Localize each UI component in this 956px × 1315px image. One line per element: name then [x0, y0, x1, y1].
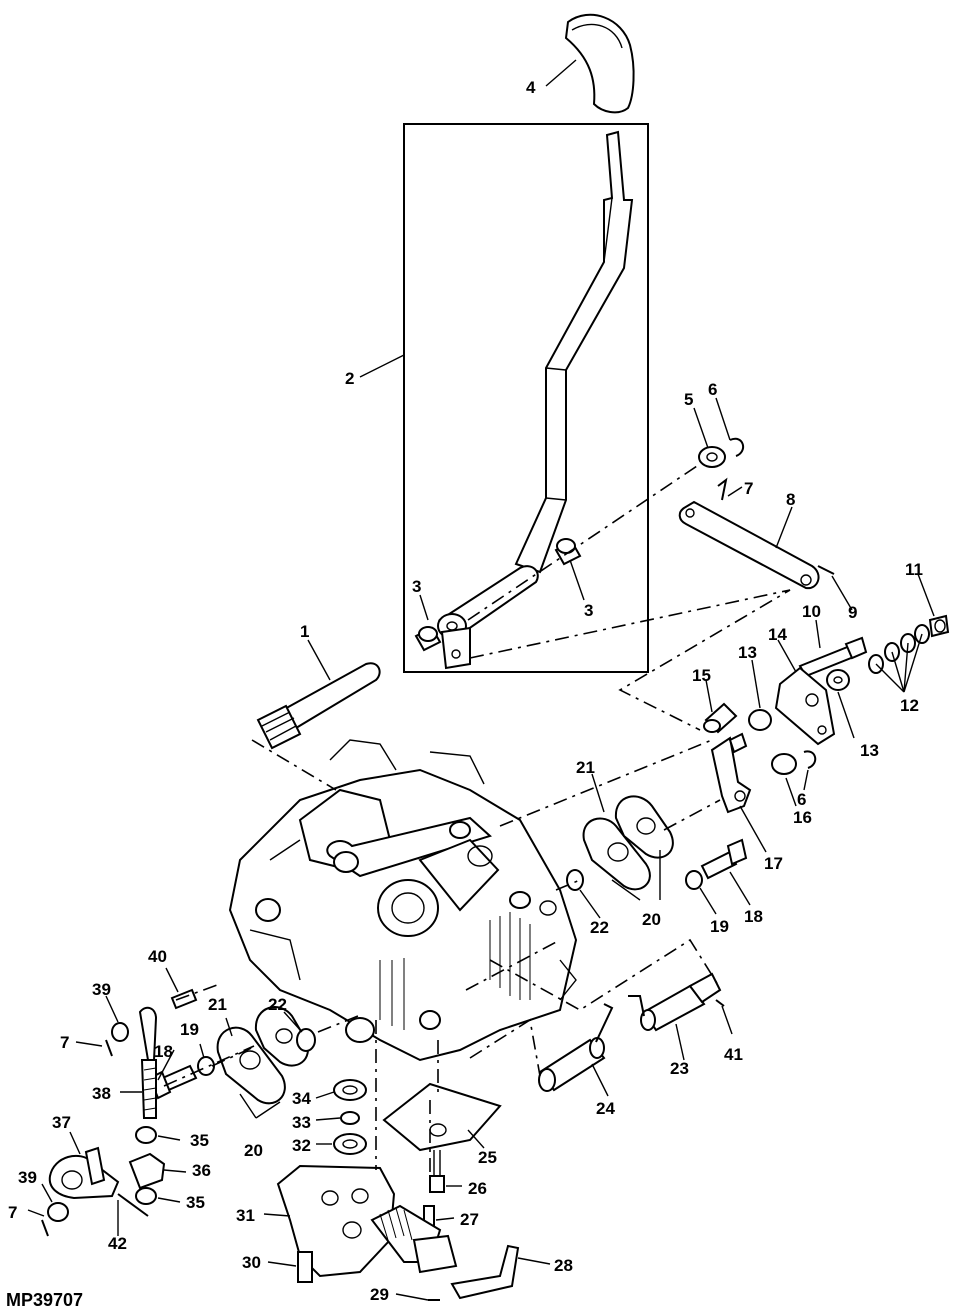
- callout-5: 5: [684, 390, 693, 409]
- figure-code: MP39707: [6, 1290, 83, 1310]
- callout-7: 7: [744, 479, 753, 498]
- part-2-lever-box: [403, 123, 649, 673]
- callout-23: 23: [670, 1059, 689, 1078]
- callout-31: 31: [236, 1206, 255, 1225]
- callout-18: 18: [744, 907, 763, 926]
- callout-24: 24: [596, 1099, 615, 1118]
- part-1-shaft: [256, 662, 381, 750]
- callout-7: 7: [60, 1033, 69, 1052]
- callout-22: 22: [268, 995, 287, 1014]
- callout-38: 38: [92, 1084, 111, 1103]
- callout-19: 19: [180, 1020, 199, 1039]
- callout-9: 9: [848, 603, 857, 622]
- callout-17: 17: [764, 854, 783, 873]
- callout-13: 13: [860, 741, 879, 760]
- callout-21: 21: [576, 758, 595, 777]
- callout-35: 35: [186, 1193, 205, 1212]
- callout-22: 22: [590, 918, 609, 937]
- callout-6: 6: [797, 790, 806, 809]
- callout-3: 3: [584, 601, 593, 620]
- callout-39: 39: [18, 1168, 37, 1187]
- gaskets-right: [566, 795, 748, 891]
- lower-valve: [276, 1079, 520, 1301]
- callout-1: 1: [300, 622, 309, 641]
- callout-11: 11: [905, 560, 923, 579]
- callout-28: 28: [554, 1256, 573, 1275]
- callout-14: 14: [768, 625, 787, 644]
- callout-6: 6: [708, 380, 717, 399]
- callout-8: 8: [786, 490, 795, 509]
- callout-18: 18: [154, 1042, 173, 1061]
- callout-33: 33: [292, 1113, 311, 1132]
- callout-42: 42: [108, 1234, 127, 1253]
- callout-30: 30: [242, 1253, 261, 1272]
- callout-20: 20: [244, 1141, 263, 1160]
- valve-body: [228, 739, 578, 1062]
- callout-25: 25: [478, 1148, 497, 1167]
- callout-39: 39: [92, 980, 111, 999]
- callout-32: 32: [292, 1136, 311, 1155]
- callout-4: 4: [526, 78, 536, 97]
- callout-27: 27: [460, 1210, 479, 1229]
- callout-36: 36: [192, 1161, 211, 1180]
- callout-34: 34: [292, 1089, 311, 1108]
- leader-lines: [27, 59, 935, 1301]
- callout-21: 21: [208, 995, 227, 1014]
- callout-10: 10: [802, 602, 821, 621]
- part-4-knob: [564, 13, 635, 114]
- callout-16: 16: [793, 808, 812, 827]
- callouts: 1 2 3 3 4 5 6 6 7 7 7 8 9 10 11 12 13 13…: [8, 78, 923, 1304]
- assembly-lines: [163, 463, 791, 1176]
- callout-3: 3: [412, 577, 421, 596]
- callout-15: 15: [692, 666, 711, 685]
- callout-35: 35: [190, 1131, 209, 1150]
- callout-26: 26: [468, 1179, 487, 1198]
- callout-37: 37: [52, 1113, 71, 1132]
- spools: [538, 972, 725, 1092]
- callout-20: 20: [642, 910, 661, 929]
- upper-linkage: [678, 437, 950, 814]
- gaskets-left: [148, 1006, 316, 1105]
- callout-13: 13: [738, 643, 757, 662]
- callout-41: 41: [724, 1045, 743, 1064]
- callout-2: 2: [345, 369, 354, 388]
- left-linkage: [41, 988, 198, 1237]
- callout-7: 7: [8, 1203, 17, 1222]
- callout-40: 40: [148, 947, 167, 966]
- callout-29: 29: [370, 1285, 389, 1304]
- callout-12: 12: [900, 696, 919, 715]
- callout-19: 19: [710, 917, 729, 936]
